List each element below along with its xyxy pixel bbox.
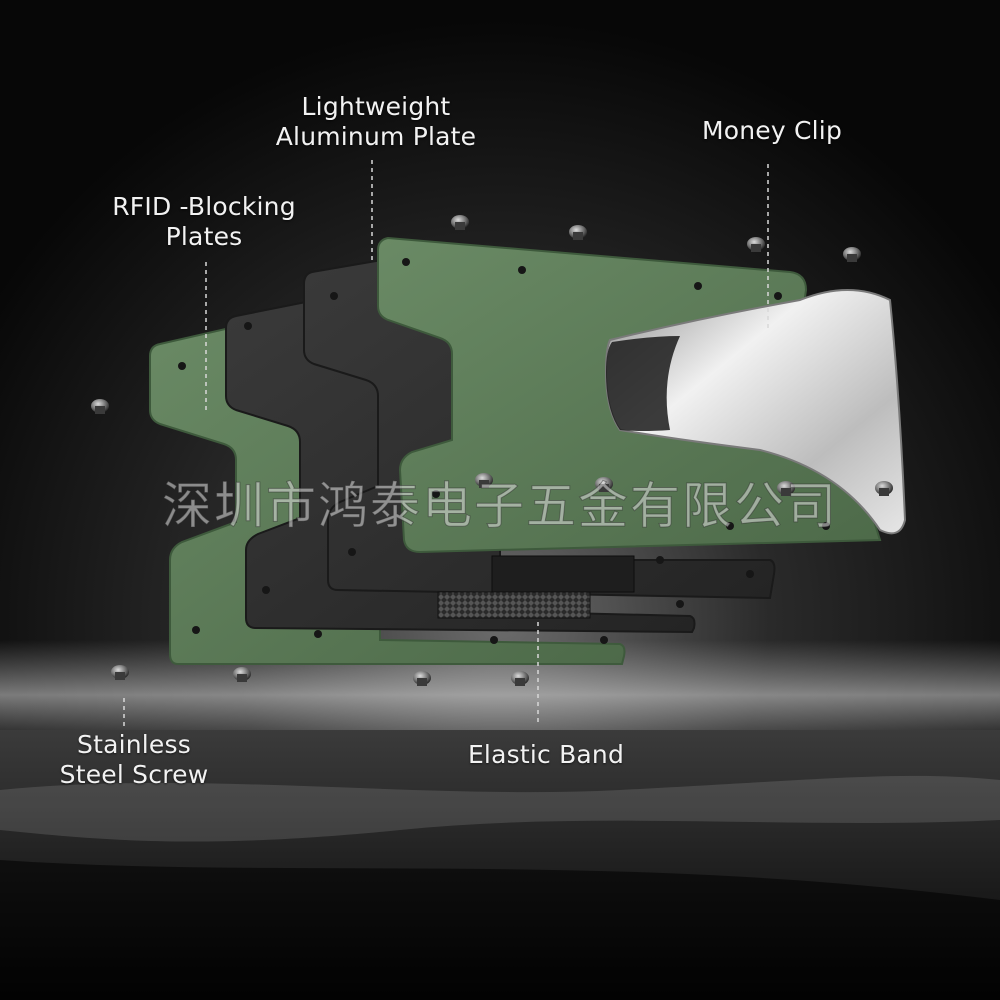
aluminum-plate-label: Lightweight Aluminum Plate [276,92,477,152]
screws [91,215,893,686]
plate-holes [178,258,830,644]
money-clip-shadow [606,336,680,431]
elastic-band-label: Elastic Band [468,740,624,770]
screw [747,237,765,252]
rfid-plates-label-line2: Plates [165,222,243,251]
screw-label-line1: Stainless [77,730,191,759]
money-clip-label: Money Clip [702,116,842,146]
screw [843,247,861,262]
screw [777,481,795,496]
screw [233,667,251,682]
ground-shadow-band [0,860,1000,1000]
screw-label: Stainless Steel Screw [60,730,209,790]
rfid-plates-label-line1: RFID -Blocking [112,192,296,221]
screw [91,399,109,414]
elastic-band-label-line1: Elastic Band [467,740,625,769]
screw [569,225,587,240]
screw [875,481,893,496]
screw [475,473,493,488]
money-clip-label-line1: Money Clip [701,116,843,145]
screw [413,671,431,686]
aluminum-plate-label-line2: Aluminum Plate [275,122,477,151]
screw-label-line2: Steel Screw [59,760,209,789]
elastic-band-strap [491,555,635,593]
screw [111,665,129,680]
elastic-band [437,591,591,619]
leader-lines [123,160,769,730]
aluminum-plate-label-line1: Lightweight [301,92,451,121]
screw [511,671,529,686]
screw [595,477,613,492]
ground-reflection [0,775,1000,842]
rfid-plates-label: RFID -Blocking Plates [112,192,296,252]
screw [451,215,469,230]
